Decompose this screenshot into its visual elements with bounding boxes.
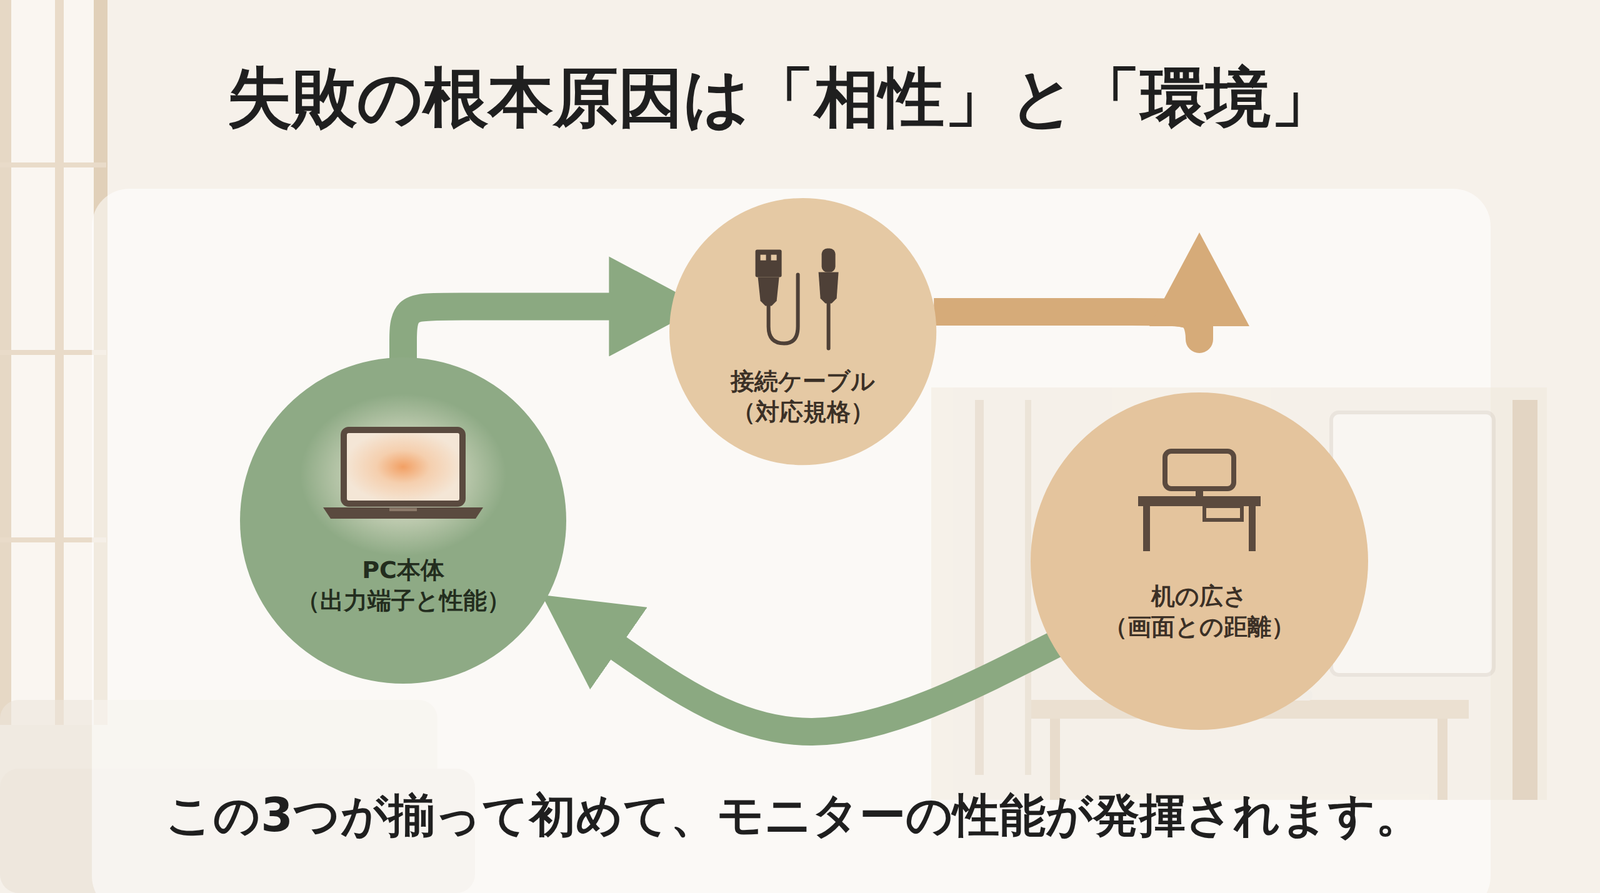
node-subtext: （画面との距離）	[1030, 611, 1369, 643]
usb-a-pin	[760, 255, 767, 261]
node-heading: 接続ケーブル	[669, 366, 937, 397]
laptop-screen	[343, 430, 463, 504]
usb-c-head	[821, 248, 836, 273]
circle-fill	[240, 357, 567, 684]
node-subtext: （出力端子と性能）	[240, 585, 567, 617]
circle-shape	[1030, 392, 1369, 730]
flow-arrow	[403, 306, 610, 359]
cable-icon	[755, 248, 839, 349]
circle-fill	[669, 198, 937, 465]
node-circle: 机の広さ（画面との距離）	[1030, 392, 1369, 730]
node-texts: 机の広さ（画面との距離）	[1030, 581, 1369, 644]
usb-a-body	[758, 277, 780, 307]
desk-leg	[1143, 506, 1150, 552]
flow-arrow	[617, 644, 1055, 732]
monitor-outline	[1165, 451, 1234, 489]
node-subtext: （対応規格）	[669, 396, 937, 428]
node-texts: 接続ケーブル（対応規格）	[669, 366, 937, 429]
usb-c-body	[818, 272, 839, 304]
laptop-notch	[389, 508, 417, 512]
node-circle: 接続ケーブル（対応規格）	[669, 198, 937, 465]
caption: この3つが揃って初めて、モニターの性能が発揮されます。	[0, 785, 1588, 848]
window-frame	[0, 0, 108, 725]
node-texts: PC本体（出力端子と性能）	[240, 555, 567, 617]
flow-arrow	[933, 311, 1200, 340]
usb-a-pin	[771, 255, 777, 261]
node-heading: PC本体	[240, 555, 567, 586]
laptop-base	[323, 507, 484, 519]
desk-drawer	[1204, 506, 1242, 520]
laptop-icon	[300, 393, 507, 557]
monitor-stand	[1195, 488, 1204, 497]
circle-fill	[1030, 392, 1369, 730]
usb-a-head	[755, 250, 782, 278]
cable-wire	[826, 303, 831, 349]
node-circle: PC本体（出力端子と性能）	[240, 357, 567, 684]
faded-room-photo	[931, 387, 1547, 800]
desk-icon	[1138, 451, 1261, 552]
desk-leg	[1248, 506, 1256, 552]
screen-glow	[300, 393, 507, 557]
node-heading: 机の広さ	[1030, 581, 1369, 612]
circle-shape	[240, 357, 567, 684]
title: 失敗の根本原因は「相性」と「環境」	[0, 55, 1563, 143]
